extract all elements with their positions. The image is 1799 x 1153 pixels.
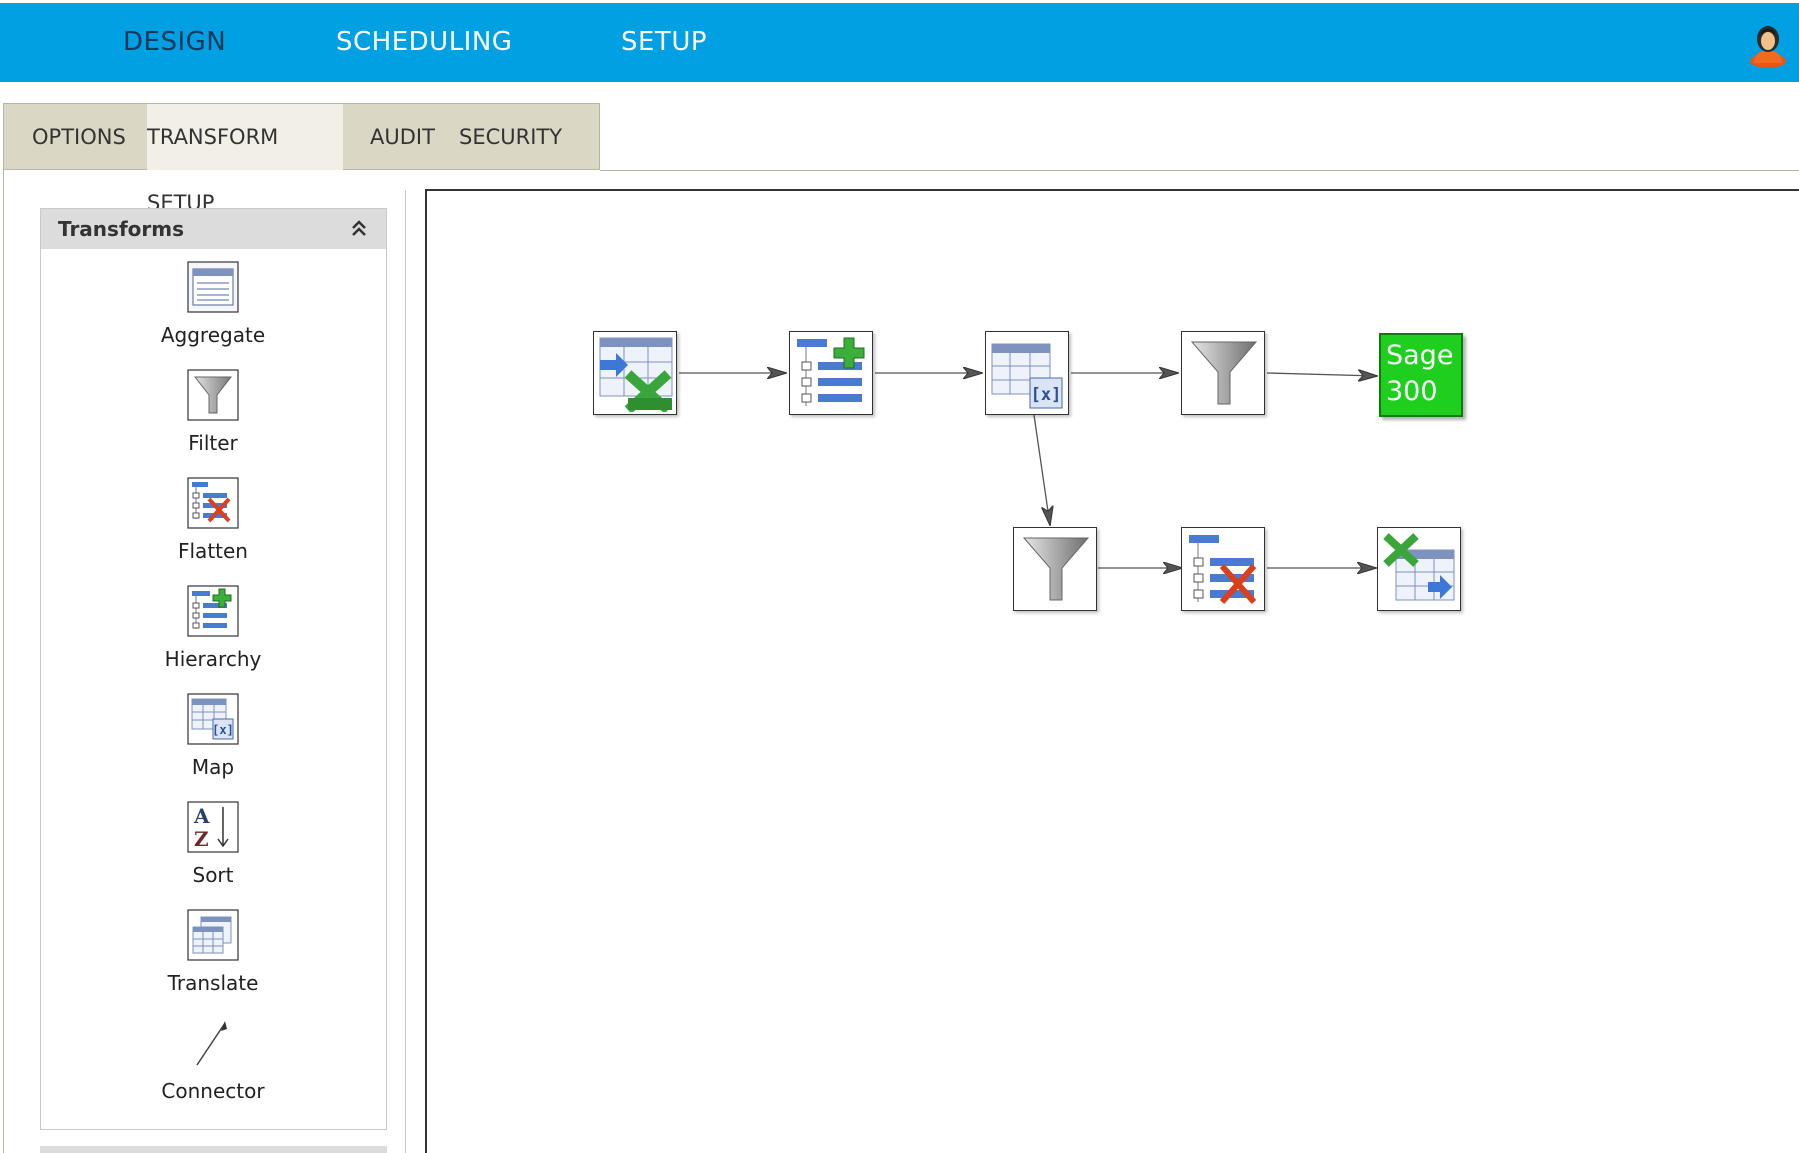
node-excel-source[interactable] <box>593 331 677 415</box>
tab-options[interactable]: OPTIONS <box>32 125 126 149</box>
node-filter-2[interactable] <box>1013 527 1097 611</box>
map-icon: [x] <box>991 343 1063 409</box>
top-navigation-bar: DESIGN SCHEDULING SETUP <box>0 3 1799 82</box>
user-avatar-icon[interactable] <box>1748 23 1788 68</box>
nav-scheduling[interactable]: SCHEDULING <box>336 27 513 57</box>
node-flatten[interactable] <box>1181 527 1265 611</box>
excel-target-icon <box>1383 533 1455 601</box>
flatten-icon <box>187 477 239 529</box>
hierarchy-icon <box>797 337 865 406</box>
collapse-up-icon[interactable] <box>350 219 368 239</box>
tab-divider <box>600 170 1799 171</box>
frame-border <box>3 170 4 1153</box>
flatten-icon <box>1189 535 1257 604</box>
excel-source-icon <box>599 337 673 412</box>
panel-footer-bar <box>40 1146 387 1153</box>
tool-flatten[interactable]: Flatten <box>88 477 338 563</box>
tool-label: Translate <box>167 971 259 995</box>
tool-map[interactable]: [x] Map <box>88 693 338 779</box>
svg-text:Z: Z <box>194 827 209 851</box>
hierarchy-icon <box>187 585 239 637</box>
panel-separator[interactable] <box>405 190 406 1153</box>
tool-label: Map <box>191 755 235 779</box>
svg-text:[x]: [x] <box>212 723 234 737</box>
tool-translate[interactable]: Translate <box>88 909 338 995</box>
tool-label: Filter <box>188 431 238 455</box>
nav-setup[interactable]: SETUP <box>621 27 708 57</box>
node-hierarchy[interactable] <box>789 331 873 415</box>
nav-design[interactable]: DESIGN <box>123 27 227 57</box>
sage-label-line2: 300 <box>1386 376 1438 407</box>
tool-label: Flatten <box>178 539 248 563</box>
tool-filter[interactable]: Filter <box>88 369 338 455</box>
map-icon: [x] <box>187 693 239 745</box>
tool-label: Hierarchy <box>164 647 262 671</box>
tool-aggregate[interactable]: Aggregate <box>88 261 338 347</box>
settings-tab-bar: OPTIONS TRANSFORM SETUP AUDIT SECURITY <box>3 103 600 215</box>
tool-connector[interactable]: Connector <box>88 1017 338 1103</box>
svg-text:[x]: [x] <box>1031 385 1062 405</box>
node-filter[interactable] <box>1181 331 1265 415</box>
sage-300-label: Sage 300 <box>1386 338 1453 410</box>
tool-sort[interactable]: A Z Sort <box>88 801 338 887</box>
tool-hierarchy[interactable]: Hierarchy <box>88 585 338 671</box>
connector-arrow-icon <box>196 1021 227 1066</box>
tab-security[interactable]: SECURITY <box>459 125 563 149</box>
filter-icon <box>187 369 239 421</box>
filter-icon <box>1022 537 1090 601</box>
aggregate-icon <box>187 261 239 313</box>
transforms-panel-header[interactable]: Transforms <box>41 209 386 249</box>
tab-audit[interactable]: AUDIT <box>370 125 435 149</box>
tool-label: Sort <box>192 863 234 887</box>
node-sage-300[interactable]: Sage 300 <box>1379 333 1463 417</box>
filter-icon <box>1190 341 1258 405</box>
sage-label-line1: Sage <box>1386 340 1454 371</box>
transforms-panel: Transforms <box>40 208 387 1130</box>
translate-icon <box>187 909 239 961</box>
svg-text:A: A <box>193 804 210 828</box>
tab-transform-setup[interactable]: TRANSFORM SETUP <box>147 104 343 215</box>
node-excel-target[interactable] <box>1377 527 1461 611</box>
tool-label: Connector <box>161 1079 265 1103</box>
sort-az-icon: A Z <box>187 801 239 853</box>
tool-label: Aggregate <box>160 323 266 347</box>
node-map[interactable]: [x] <box>985 331 1069 415</box>
transforms-panel-title: Transforms <box>58 217 184 241</box>
